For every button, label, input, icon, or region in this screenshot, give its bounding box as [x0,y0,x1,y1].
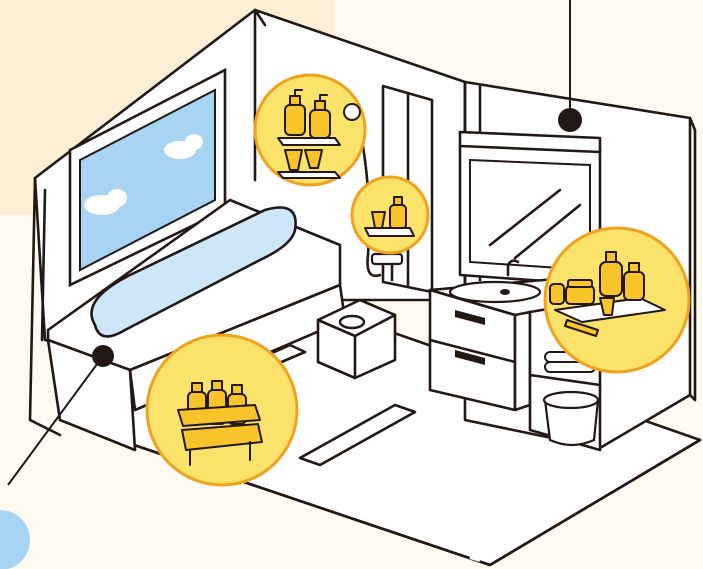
jar-icon [565,279,595,305]
cup-icon [371,211,386,229]
pump-bottle-icon [599,251,623,297]
shower-head-icon [343,103,361,121]
stool-icon [316,298,397,380]
marker-dot-icon [558,108,582,132]
basket-icon [177,404,263,466]
bath-water [90,206,297,338]
cup-icon [284,149,323,171]
wall-marker [558,0,582,132]
highlight-shower-shelf [253,73,367,187]
pump-bottle-icon [284,89,306,136]
marker-dot-icon [92,345,114,367]
bucket-icon [542,390,600,447]
pump-bottle-icon [309,94,331,139]
pump-bottle-icon [623,262,645,301]
highlight-basket-caddy [145,333,299,487]
window [68,67,227,288]
cup-icon [599,297,615,316]
brush-icon [564,319,599,337]
pump-bottle-icon [549,283,565,305]
pump-bottle-icon [389,196,407,230]
corner-blob [0,510,30,569]
highlight-vanity-counter [543,226,691,374]
tub-marker [7,345,114,486]
highlight-tap-caddy [350,175,430,255]
